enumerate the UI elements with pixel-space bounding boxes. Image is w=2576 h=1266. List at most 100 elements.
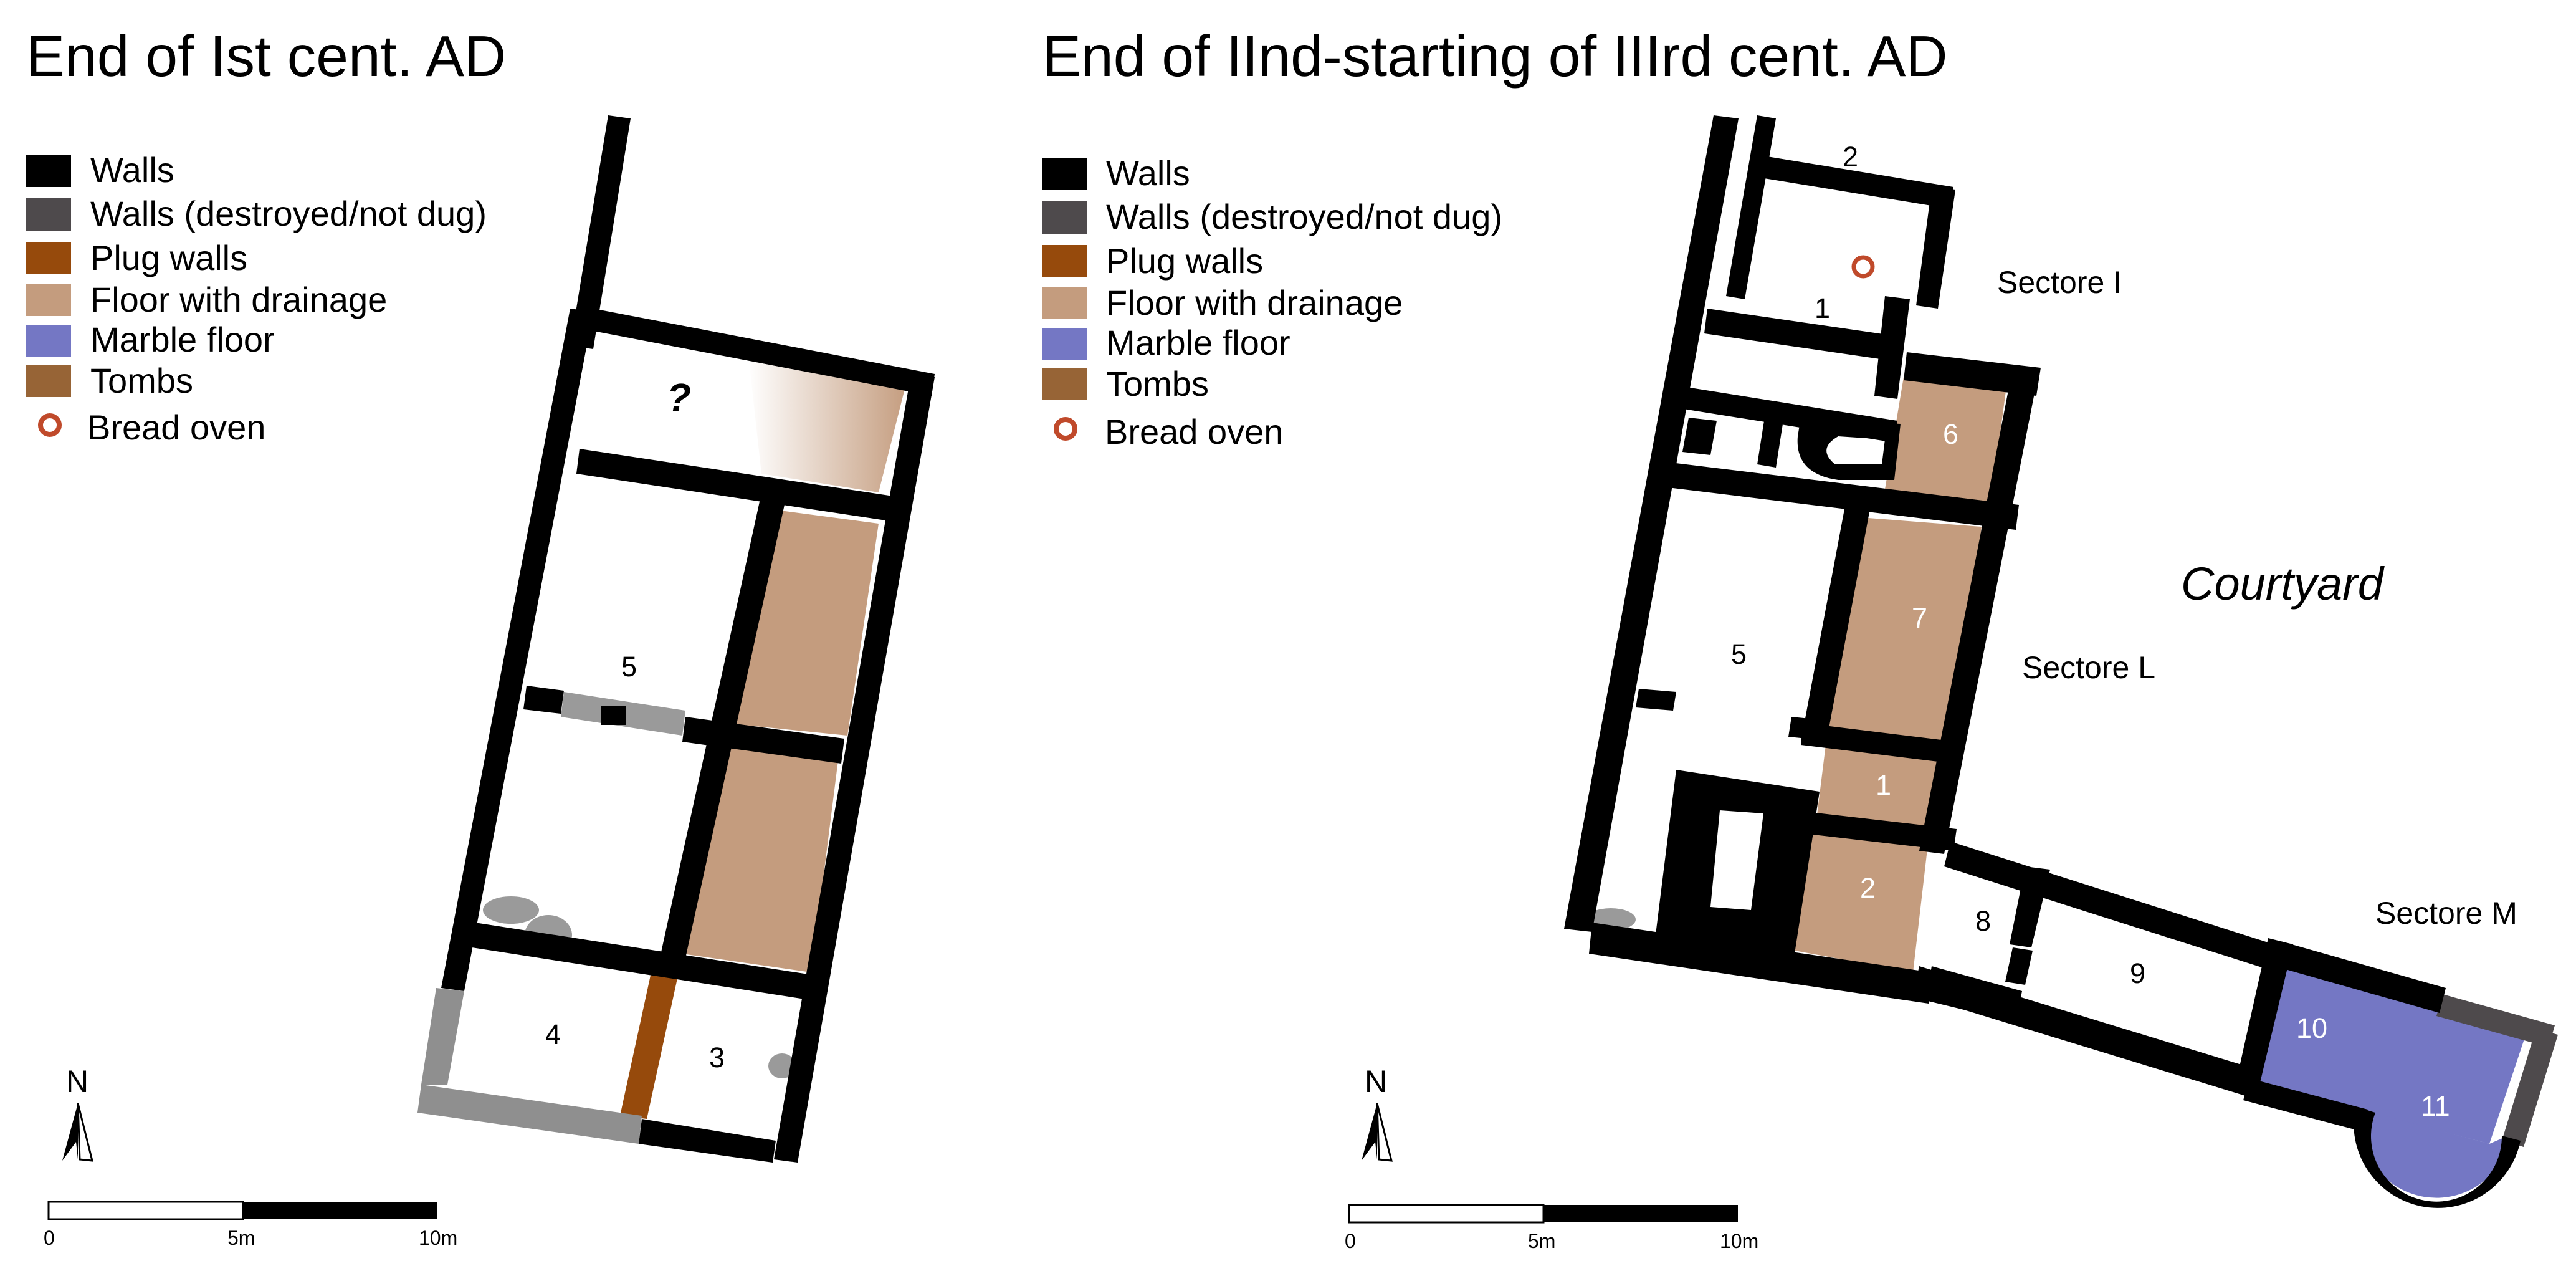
- left-plug-wall: [620, 972, 678, 1119]
- right-wall-stub-left: [1636, 689, 1676, 711]
- legend-label-marble-floor: Marble floor: [1106, 323, 1290, 362]
- right-wall-10-south: [2243, 1078, 2368, 1131]
- right-wall-arch: [1797, 418, 1901, 480]
- right-room-5-label: 5: [1731, 638, 1747, 670]
- legend-label-walls-destroyed: Walls (destroyed/not dug): [1106, 197, 1502, 236]
- left-wall-row3: [452, 919, 816, 1000]
- right-room-2-mid-label: 2: [1860, 872, 1876, 904]
- right-floor-6: [1885, 377, 2006, 502]
- legend-swatch-marble-floor: [26, 325, 71, 357]
- right-wall-10-north: [2274, 941, 2446, 1013]
- left-north-arrow-icon: N: [62, 1064, 93, 1162]
- right-scale-0: 0: [1345, 1230, 1356, 1252]
- courtyard-label: Courtyard: [2181, 558, 2385, 610]
- right-wall-row-1mid: [1801, 723, 1957, 764]
- right-wall-destroyed-east: [2502, 1029, 2558, 1147]
- right-plan-title: End of IInd-starting of IIIrd cent. AD: [1042, 24, 1948, 89]
- right-wall-row-room5: [1658, 461, 2019, 530]
- right-floor-marble: [2253, 954, 2530, 1144]
- right-wall-east-long: [1919, 368, 2039, 854]
- legend-bread-oven-icon: [1054, 417, 1077, 441]
- right-wall-stub-2: [1788, 717, 1810, 739]
- left-wall-north-spur: [570, 115, 631, 349]
- right-wall-room2-north: [1760, 156, 1953, 209]
- legend-label-bread-oven: Bread oven: [1105, 412, 1283, 451]
- sector-i-label: Sectore I: [1997, 265, 2122, 300]
- legend-swatch-tombs: [1042, 368, 1087, 400]
- right-scale-10: 10m: [1720, 1230, 1758, 1252]
- right-wall-inner-7: [1801, 492, 1872, 745]
- right-wall-top-outer: [1564, 115, 1739, 932]
- legend-swatch-walls: [1042, 158, 1087, 190]
- right-wall-9-10: [2236, 938, 2293, 1088]
- right-wall-small-1: [1682, 418, 1717, 455]
- left-floor-top-faded: [748, 349, 909, 492]
- right-wall-room1-south: [1704, 309, 1901, 362]
- legend-swatch-marble-floor: [1042, 328, 1087, 360]
- right-room-11-label: 11: [2421, 1090, 2450, 1122]
- legend-label-floor-drainage: Floor with drainage: [90, 280, 387, 319]
- left-wall-row1: [576, 449, 910, 524]
- left-legend: Walls Walls (destroyed/not dug) Plug wal…: [26, 150, 487, 447]
- right-room-10-label: 10: [2296, 1012, 2327, 1044]
- legend-label-walls: Walls: [1106, 153, 1190, 193]
- right-scale-5: 5m: [1528, 1230, 1555, 1252]
- left-wall-west: [441, 309, 593, 991]
- left-room-4-label: 4: [545, 1019, 561, 1050]
- right-room-1-mid-label: 1: [1876, 769, 1891, 801]
- legend-label-tombs: Tombs: [90, 361, 193, 400]
- right-wall-tomb-block: [1654, 770, 1820, 954]
- sector-m-label: Sectore M: [2375, 896, 2517, 931]
- left-room-3-label: 3: [709, 1042, 725, 1073]
- legend-swatch-tombs: [26, 365, 71, 397]
- left-wall-south: [639, 1119, 776, 1163]
- right-north-label: N: [1365, 1064, 1387, 1099]
- left-room-unknown-label: ?: [667, 375, 691, 420]
- left-floor-drainage-lower: [682, 742, 838, 972]
- left-floor-plan: [417, 115, 935, 1163]
- left-grey-wall-south: [417, 1085, 642, 1144]
- legend-swatch-floor-drainage: [1042, 287, 1087, 319]
- right-scale-bar: 0 5m 10m: [1345, 1204, 1758, 1252]
- right-floor-1-mid: [1816, 745, 1938, 829]
- right-wall-small-2: [1757, 405, 1785, 468]
- right-wall-block-right: [1904, 352, 2041, 396]
- right-wall-apse: [2354, 1106, 2521, 1208]
- legend-label-bread-oven: Bread oven: [87, 408, 265, 447]
- right-floor-2-mid: [1795, 823, 1929, 972]
- right-room-1-top-label: 1: [1815, 292, 1830, 324]
- sector-l-label: Sectore L: [2022, 650, 2155, 685]
- legend-swatch-walls-destroyed: [26, 198, 71, 231]
- right-floor-plan: [1564, 115, 2558, 1208]
- right-legend: Walls Walls (destroyed/not dug) Plug wal…: [1042, 153, 1502, 451]
- legend-swatch-plug-walls: [26, 242, 71, 274]
- legend-label-floor-drainage: Floor with drainage: [1106, 283, 1403, 322]
- left-grey-wall-west: [421, 988, 464, 1085]
- left-wall-row2: [523, 686, 564, 714]
- left-plan-title: End of Ist cent. AD: [26, 24, 506, 89]
- legend-label-tombs: Tombs: [1106, 364, 1209, 403]
- right-floor-7: [1829, 517, 1982, 742]
- right-room-7-label: 7: [1912, 602, 1927, 634]
- right-room-6-label: 6: [1943, 418, 1958, 450]
- left-north-label: N: [66, 1064, 88, 1099]
- legend-swatch-walls: [26, 155, 71, 187]
- left-scale-5: 5m: [227, 1227, 255, 1249]
- left-scale-0: 0: [44, 1227, 55, 1249]
- left-scale-bar: 0 5m 10m: [44, 1201, 457, 1249]
- legend-label-plug-walls: Plug walls: [1106, 241, 1263, 281]
- left-wall-top: [590, 309, 935, 396]
- left-wall-block: [601, 706, 626, 725]
- right-room-8-label: 8: [1975, 905, 1991, 937]
- right-north-arrow-icon: N: [1362, 1064, 1393, 1162]
- right-wall-row-2mid: [1791, 810, 1957, 851]
- legend-label-plug-walls: Plug walls: [90, 238, 247, 277]
- legend-bread-oven-icon: [38, 413, 62, 437]
- right-room-2-top-label: 2: [1843, 141, 1858, 173]
- right-room-9-label: 9: [2130, 957, 2145, 989]
- right-wall-south-main: [1589, 923, 1932, 1004]
- right-floor-marble-apse: [2360, 1110, 2511, 1198]
- left-wall-row2b: [682, 717, 844, 764]
- right-wall-8-9-div-low: [2005, 947, 2033, 985]
